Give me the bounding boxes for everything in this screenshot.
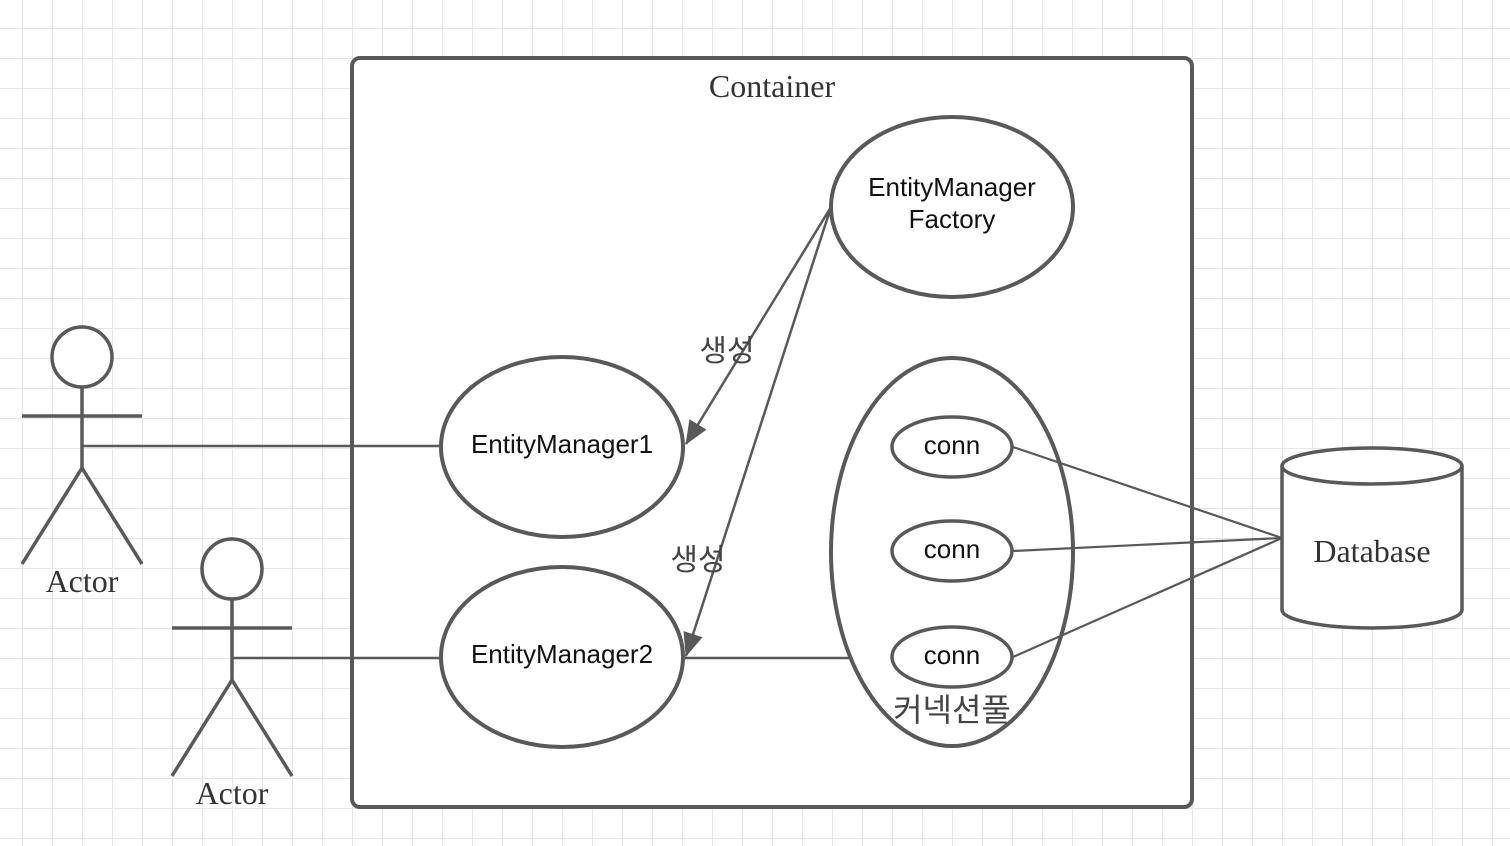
factory-node: [829, 115, 1075, 299]
conn-node-3: [890, 625, 1014, 689]
database-top: [1280, 446, 1464, 486]
database-body: [1280, 466, 1464, 630]
create-label-2: 생성: [670, 543, 725, 578]
conn-label-2: conn: [924, 534, 980, 564]
conn-node-1: [890, 415, 1014, 479]
entity-manager-2-node: [439, 565, 685, 749]
create-label-1: 생성: [699, 334, 754, 369]
conn1-db-link: [1012, 445, 1283, 540]
conn2-db-link: [1012, 536, 1283, 553]
create-arrow-2: [683, 206, 833, 657]
conn-label-3: conn: [924, 640, 980, 670]
actor-1-head: [50, 325, 114, 389]
entity-manager-1-label: EntityManager1: [471, 429, 653, 459]
actor-1-leg-right: [80, 467, 144, 565]
container-title: Container: [709, 68, 836, 104]
actor-2-leg-left: [170, 679, 234, 777]
actor-2-figure: [170, 537, 294, 777]
database-node: [1280, 446, 1464, 630]
actor-2-head: [200, 537, 264, 601]
conn3-db-link: [1012, 536, 1283, 659]
database-label: Database: [1313, 533, 1430, 569]
actor-2-label: Actor: [196, 775, 269, 811]
factory-label-line2: Factory: [909, 204, 996, 234]
entity-manager-1-node: [439, 355, 685, 539]
actor-1-figure: [20, 325, 144, 565]
actor-2-leg-right: [230, 679, 294, 777]
connection-pool-label: 커넥션풀: [893, 691, 1011, 729]
actor-1-leg-left: [20, 467, 84, 565]
factory-label-line1: EntityManager: [868, 172, 1036, 202]
entity-manager-2-label: EntityManager2: [471, 639, 653, 669]
conn-label-1: conn: [924, 430, 980, 460]
create-arrow-1: [684, 206, 833, 445]
conn-node-2: [890, 519, 1014, 583]
actor-1-label: Actor: [46, 563, 119, 599]
